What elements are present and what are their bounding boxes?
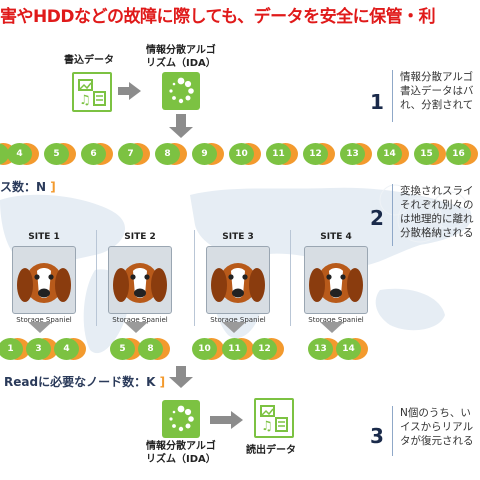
site-3-chip: 12 bbox=[252, 338, 284, 360]
site-4: SITE 4 Storage Spaniel bbox=[300, 232, 380, 336]
slice-chip: 6 bbox=[81, 143, 113, 165]
ida-bottom-label-line1: 情報分散アルゴ bbox=[146, 441, 216, 452]
svg-text:♫: ♫ bbox=[261, 419, 273, 434]
arrow-head-write-to-ida bbox=[129, 82, 141, 100]
step-2-text-line3: は地理的に離れ bbox=[400, 213, 474, 225]
slice-chip: 8 bbox=[155, 143, 187, 165]
site-3-spaniel-text: Storage Spaniel bbox=[210, 316, 266, 324]
site-2: SITE 2 Storage Spaniel bbox=[104, 232, 184, 336]
site-divider bbox=[194, 230, 195, 326]
site-4-storage-icon bbox=[304, 246, 368, 314]
arrow-ida-to-slices-head bbox=[169, 127, 193, 138]
site-divider bbox=[290, 230, 291, 326]
step-1-divider bbox=[392, 70, 393, 122]
read-data-label: 読出データ bbox=[246, 445, 296, 456]
site-3-storage-icon bbox=[206, 246, 270, 314]
site-3: SITE 3 Storage Spaniel bbox=[202, 232, 282, 336]
site-2-down-arrow bbox=[124, 322, 148, 333]
site-1: SITE 1 Storage Spaniel bbox=[8, 232, 88, 336]
step-3-text-line2: イスからリアル bbox=[400, 421, 474, 433]
site-divider bbox=[96, 230, 97, 326]
slice-chip: 15 bbox=[414, 143, 446, 165]
slice-chip: 13 bbox=[340, 143, 372, 165]
site-4-down-arrow bbox=[320, 322, 344, 333]
slice-chip: 5 bbox=[44, 143, 76, 165]
site-1-chip: 1 bbox=[0, 338, 30, 360]
read-data-icon: ♫ bbox=[254, 398, 294, 438]
slices-row: 4 5 6 7 8 9 10 11 12 13 14 15 16 bbox=[0, 143, 480, 167]
arrow-ida-to-slices-shaft bbox=[176, 114, 186, 128]
step-2-text-line4: 分散格納される bbox=[400, 227, 474, 239]
site-1-spaniel-text: Storage Spaniel bbox=[16, 316, 72, 324]
site-3-down-arrow bbox=[222, 322, 246, 333]
step-2-divider bbox=[392, 184, 393, 246]
write-data-icon: ♫ bbox=[72, 72, 112, 112]
slice-chip: 16 bbox=[446, 143, 478, 165]
arrow-k-to-ida-head bbox=[169, 377, 193, 388]
site-1-chip: 4 bbox=[54, 338, 86, 360]
slice-chip: 4 bbox=[7, 143, 39, 165]
k-count-text: Readに必要なノード数：K bbox=[4, 375, 156, 389]
n-count-bracket: ] bbox=[50, 180, 56, 194]
site-1-label: SITE 1 bbox=[28, 232, 60, 242]
step-1-number: 1 bbox=[370, 90, 384, 114]
step-1-text-line3: れ、分割されて bbox=[400, 99, 474, 111]
step-3-divider bbox=[392, 406, 393, 456]
slice-chip: 14 bbox=[377, 143, 409, 165]
k-count-label: Readに必要なノード数：K ] bbox=[4, 373, 165, 390]
site-2-spaniel-text: Storage Spaniel bbox=[112, 316, 168, 324]
n-count-text: ス数：N bbox=[0, 180, 47, 194]
ida-top-label-line2: リズム（IDA） bbox=[146, 58, 216, 69]
ida-top-icon bbox=[162, 72, 200, 110]
step-1-text-line1: 情報分散アルゴ bbox=[400, 71, 474, 83]
slice-chip: 10 bbox=[229, 143, 261, 165]
slice-chip: 7 bbox=[118, 143, 150, 165]
ida-bottom-icon bbox=[162, 400, 200, 438]
step-3-text-line1: N個のうち、い bbox=[400, 407, 471, 419]
step-2-text-line1: 変換されスライ bbox=[400, 185, 474, 197]
n-count-label: ス数：N ] bbox=[0, 178, 56, 195]
site-1-chip: 3 bbox=[26, 338, 58, 360]
ida-bottom-label-line2: リズム（IDA） bbox=[146, 454, 216, 465]
k-count-bracket: ] bbox=[159, 375, 166, 389]
site-2-chip: 5 bbox=[110, 338, 142, 360]
site-2-storage-icon bbox=[108, 246, 172, 314]
site-1-storage-icon bbox=[12, 246, 76, 314]
arrow-ida-to-read bbox=[210, 416, 232, 424]
page-title: 害やHDDなどの故障に際しても、データを安全に保管・利 bbox=[0, 7, 436, 27]
write-data-label: 書込データ bbox=[64, 55, 114, 66]
step-3-text-line3: タが復元される bbox=[400, 435, 474, 447]
step-3-number: 3 bbox=[370, 424, 384, 448]
site-4-chip: 13 bbox=[308, 338, 340, 360]
step-1-text-line2: 書込データはバ bbox=[400, 85, 474, 97]
site-3-label: SITE 3 bbox=[222, 232, 254, 242]
ida-top-label-line1: 情報分散アルゴ bbox=[146, 45, 216, 56]
site-2-chip: 8 bbox=[138, 338, 170, 360]
site-4-spaniel-text: Storage Spaniel bbox=[308, 316, 364, 324]
site-4-chip: 14 bbox=[336, 338, 368, 360]
arrow-write-to-ida bbox=[118, 87, 130, 95]
site-3-chip: 10 bbox=[192, 338, 224, 360]
site-1-down-arrow bbox=[28, 322, 52, 333]
arrow-head-ida-to-read bbox=[231, 411, 243, 429]
step-2-number: 2 bbox=[370, 206, 384, 230]
site-2-label: SITE 2 bbox=[124, 232, 156, 242]
arrow-k-to-ida-shaft bbox=[176, 366, 186, 378]
slice-chip: 11 bbox=[266, 143, 298, 165]
slice-chip: 9 bbox=[192, 143, 224, 165]
svg-text:♫: ♫ bbox=[79, 93, 91, 108]
site-4-label: SITE 4 bbox=[320, 232, 352, 242]
site-3-chip: 11 bbox=[222, 338, 254, 360]
step-2-text-line2: それぞれ別々の bbox=[400, 199, 474, 211]
slice-chip: 12 bbox=[303, 143, 335, 165]
